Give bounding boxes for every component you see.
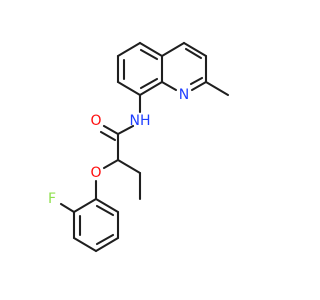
bond [182,41,208,58]
bond [116,124,135,136]
bond [138,41,164,58]
bond [59,202,76,214]
bond [116,80,142,97]
bond [72,236,98,253]
bond [139,77,159,90]
bond [204,80,230,97]
bond [138,80,164,97]
structure-diagram: NH N O O F [48,41,230,253]
molecule-canvas: NH N O O F [47,41,230,253]
bond [99,130,117,142]
quinoline-nitrogen-label: N [179,87,189,103]
bond [94,197,120,214]
carbonyl-oxygen-label: O [90,113,101,129]
bonds [59,41,230,253]
bond [102,158,120,170]
bond [95,233,115,246]
bond [116,158,142,175]
bond [190,80,208,92]
bond [184,47,203,60]
bond [189,76,204,86]
bond [72,197,98,214]
bond [160,80,178,92]
fluorine-label: F [48,191,56,207]
bond [139,48,159,61]
bond [102,124,120,136]
ether-oxygen-label: O [90,165,101,181]
bond [94,236,120,253]
bond [116,41,142,58]
atom-labels: NH N O O F [48,87,189,207]
bond [160,41,186,58]
amide-nitrogen-label: NH [129,113,150,129]
bond [95,204,115,217]
